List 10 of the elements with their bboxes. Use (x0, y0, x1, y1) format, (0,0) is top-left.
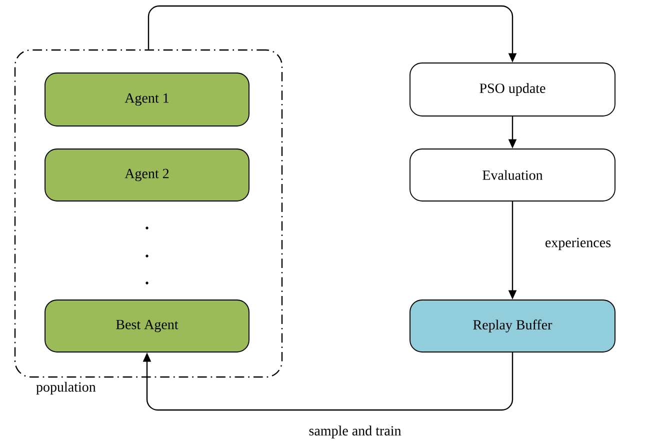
process-box: PSO update (410, 62, 616, 116)
buffer-box: Replay Buffer (410, 300, 616, 352)
arrow (142, 352, 514, 411)
group-label: population (36, 382, 96, 395)
edge-label: experiences (544, 236, 612, 252)
edge-label: sample and train (307, 424, 403, 440)
agent-box: Agent 1 (44, 72, 250, 126)
agent-box: Agent 2 (44, 148, 250, 202)
process-box: Evaluation (410, 148, 616, 202)
agent-box: Best Agent (44, 300, 250, 352)
